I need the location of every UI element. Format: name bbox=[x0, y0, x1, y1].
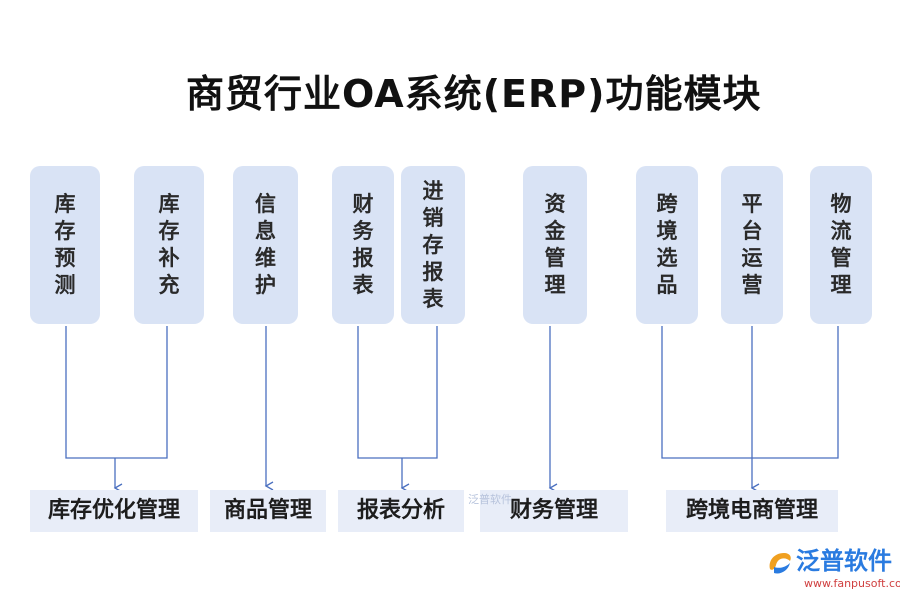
module-label: 信息维护 bbox=[255, 192, 276, 297]
module-label: 物流管理 bbox=[830, 192, 852, 297]
module-label: 平台运营 bbox=[741, 192, 763, 297]
module-box: 跨境选品 bbox=[636, 166, 698, 324]
center-watermark: 泛普软件 bbox=[468, 493, 512, 506]
module-label: 跨境选品 bbox=[656, 192, 678, 297]
category-box: 跨境电商管理 bbox=[666, 490, 838, 532]
category-box: 库存优化管理 bbox=[30, 490, 198, 532]
module-label: 库存预测 bbox=[54, 192, 76, 297]
module-box: 财务报表 bbox=[332, 166, 394, 324]
module-label: 资金管理 bbox=[544, 192, 566, 297]
connector-line bbox=[661, 326, 839, 459]
module-box: 进销存报表 bbox=[401, 166, 465, 324]
category-box: 财务管理 bbox=[480, 490, 628, 532]
module-label: 库存补充 bbox=[158, 192, 180, 297]
fanpu-logo-icon bbox=[769, 553, 791, 574]
module-box: 资金管理 bbox=[523, 166, 587, 324]
connector-line bbox=[357, 326, 438, 459]
module-label: 财务报表 bbox=[352, 192, 374, 297]
brand-url: www.fanpusoft.com bbox=[804, 577, 900, 590]
module-box: 库存预测 bbox=[30, 166, 100, 324]
module-box: 平台运营 bbox=[721, 166, 783, 324]
connector-line bbox=[65, 326, 168, 459]
module-box: 物流管理 bbox=[810, 166, 872, 324]
diagram-title: 商贸行业OA系统(ERP)功能模块 bbox=[186, 72, 762, 116]
module-label: 进销存报表 bbox=[422, 178, 444, 311]
module-box: 信息维护 bbox=[233, 166, 298, 324]
module-box: 库存补充 bbox=[134, 166, 204, 324]
category-box: 商品管理 bbox=[210, 490, 326, 532]
brand-watermark: 泛普软件 bbox=[796, 547, 892, 575]
category-box: 报表分析 bbox=[338, 490, 464, 532]
